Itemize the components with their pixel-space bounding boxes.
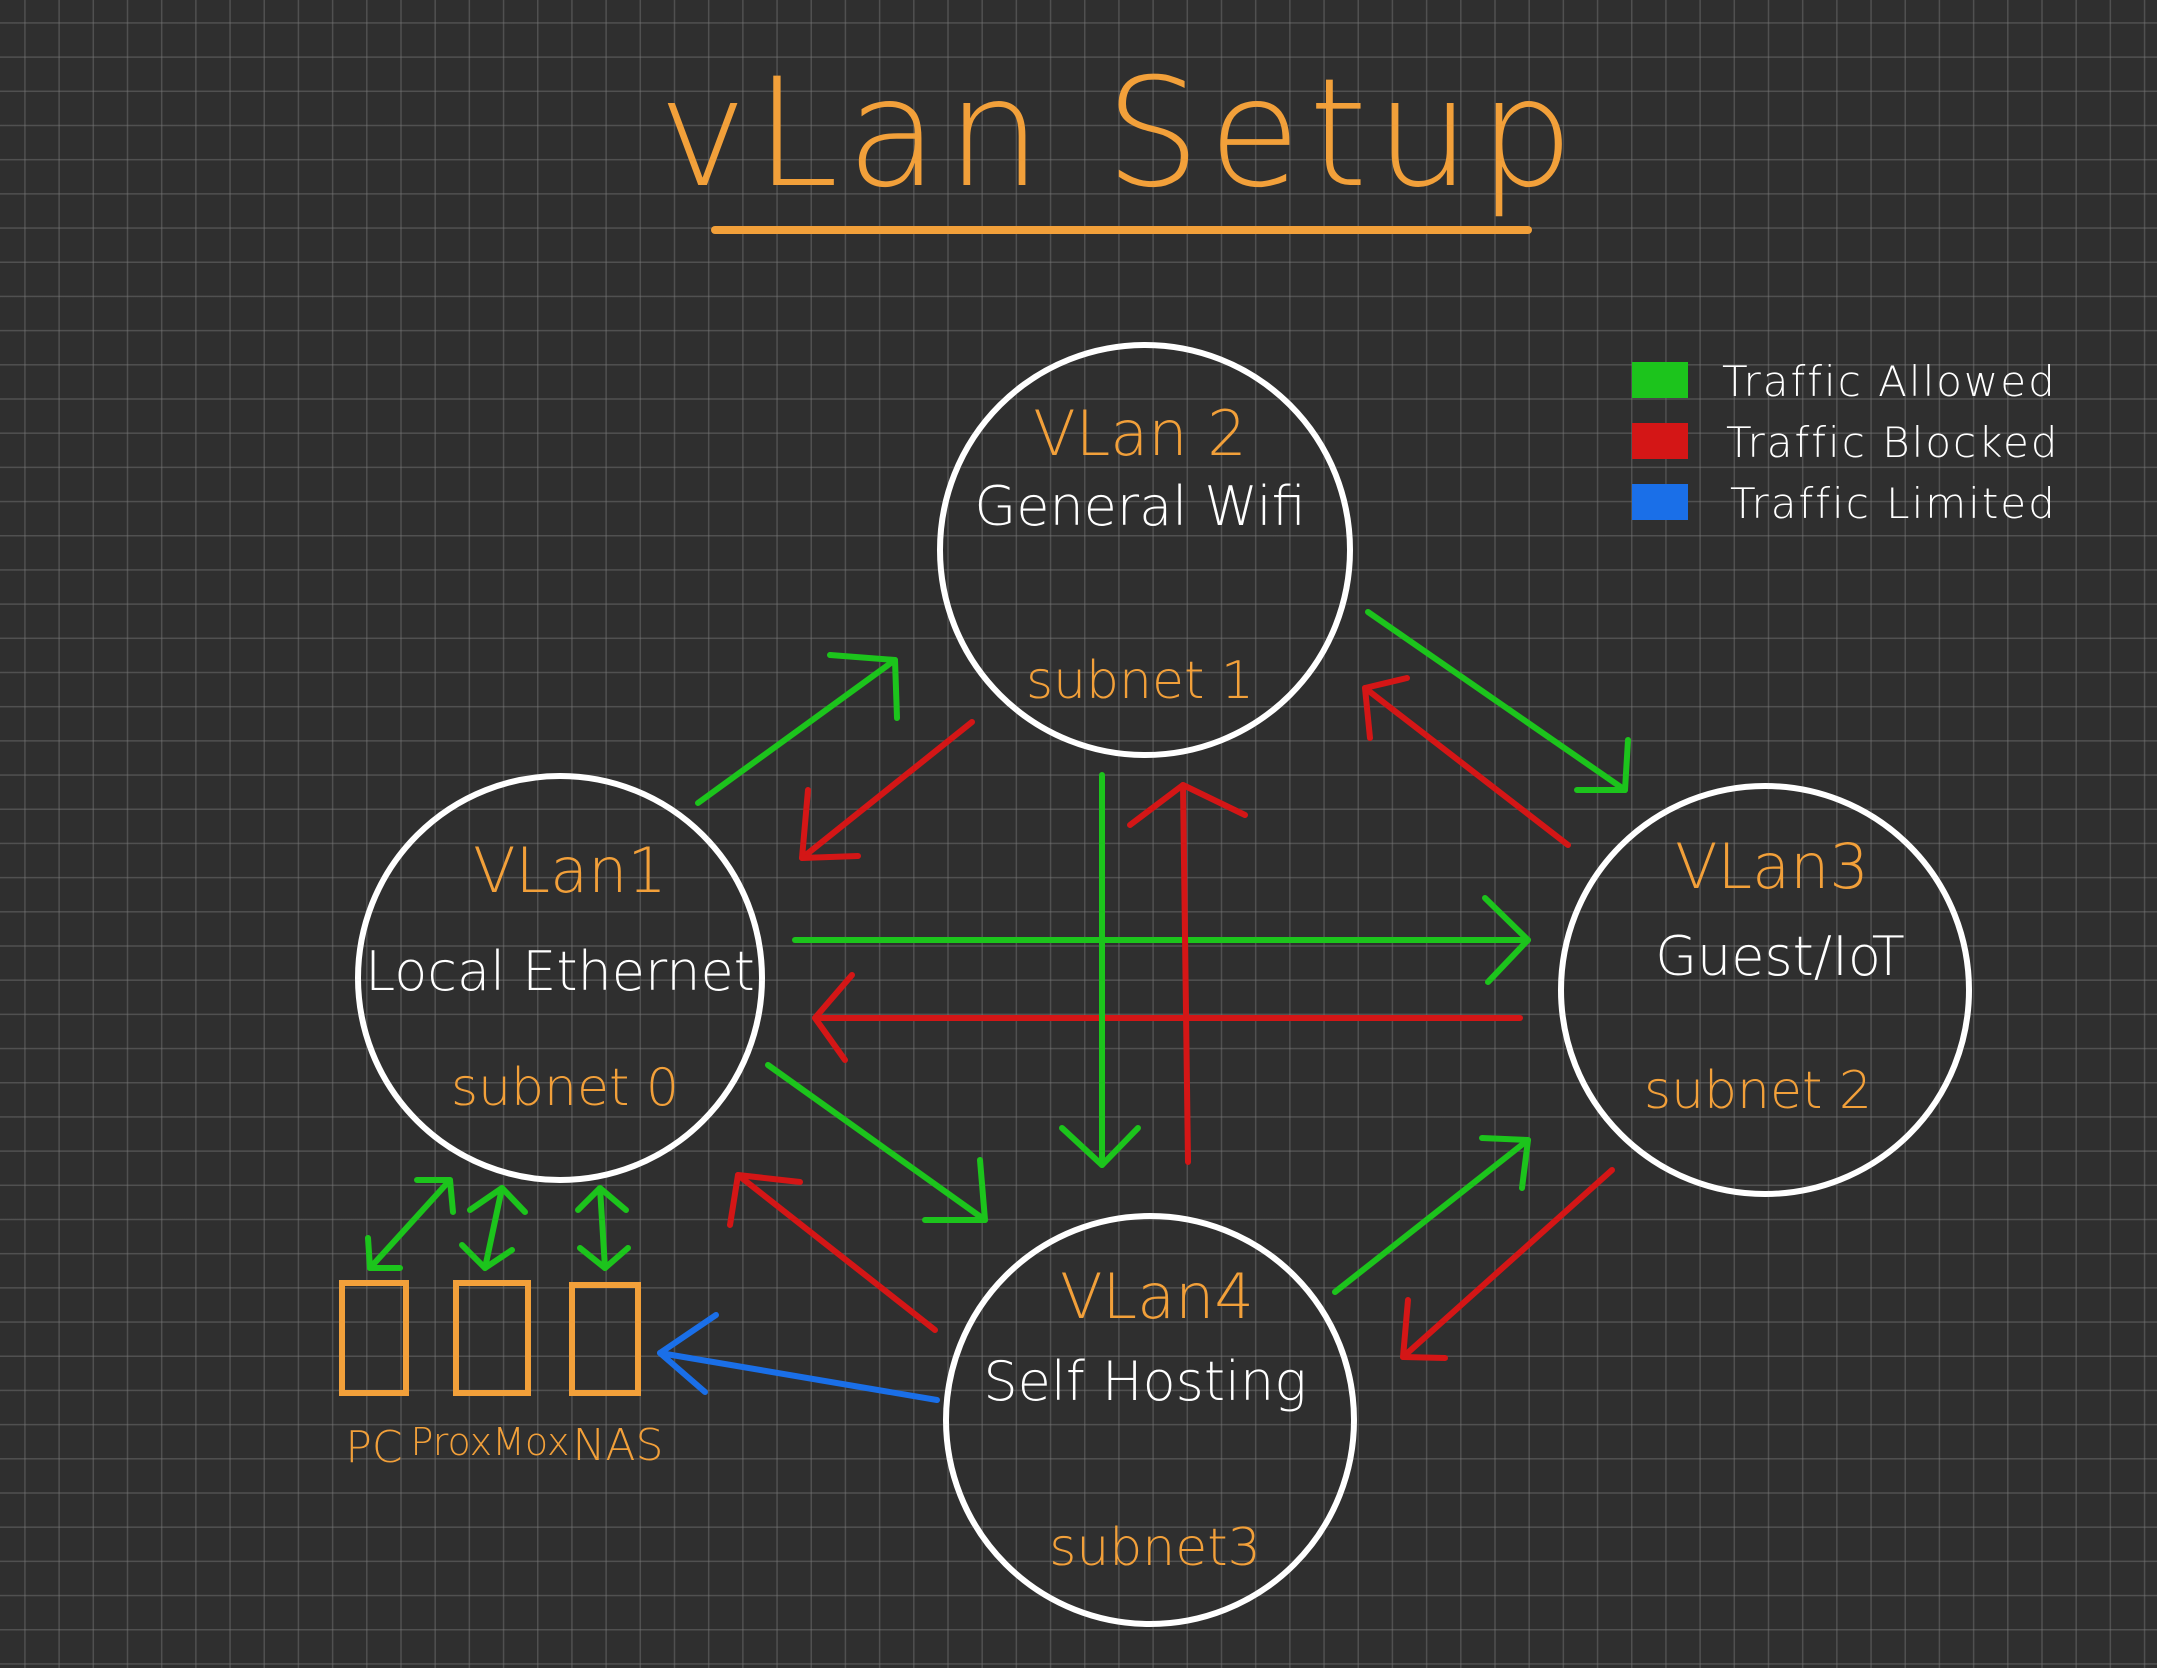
vlan2-label: VLan 2 bbox=[1033, 397, 1246, 470]
legend-label-limited: Traffic Limited bbox=[1730, 479, 2057, 528]
arrow-vlan4-to-vlan2-blocked bbox=[1127, 782, 1248, 1165]
vlan4-name: Self Hosting bbox=[983, 1350, 1306, 1413]
proxmox-label: ProxMox bbox=[411, 1420, 570, 1464]
arrow-vlan4-to-vlan3-allowed bbox=[1332, 1135, 1531, 1295]
vlan2-node: VLan 2 General Wifi subnet 1 bbox=[937, 342, 1353, 758]
vlan3-subnet: subnet 2 bbox=[1644, 1061, 1872, 1121]
vlan2-name: General Wifi bbox=[974, 475, 1305, 538]
device-proxmox: ProxMox bbox=[411, 1280, 570, 1464]
legend-label-allowed: Traffic Allowed bbox=[1722, 357, 2057, 406]
vlan1-subnet: subnet 0 bbox=[451, 1058, 679, 1118]
legend: Traffic Allowed Traffic Blocked Traffic … bbox=[1632, 357, 2059, 528]
arrow-vlan3-to-vlan1-blocked bbox=[812, 972, 1523, 1063]
nas-label: NAS bbox=[573, 1420, 664, 1471]
arrow-vlan1-nas-allowed bbox=[575, 1185, 631, 1271]
vlan3-label: VLan3 bbox=[1675, 830, 1869, 903]
arrow-vlan2-to-vlan3-allowed bbox=[1365, 609, 1631, 793]
arrow-vlan4-to-vlan1-blocked bbox=[727, 1172, 938, 1333]
vlan4-node: VLan4 Self Hosting subnet3 bbox=[943, 1213, 1357, 1627]
arrow-vlan1-to-vlan2-allowed bbox=[695, 652, 900, 806]
pc-label: PC bbox=[345, 1422, 402, 1473]
legend-swatch-limited bbox=[1632, 484, 1688, 520]
legend-label-blocked: Traffic Blocked bbox=[1726, 418, 2059, 467]
pc-box bbox=[339, 1280, 409, 1396]
arrow-vlan4-to-nas-limited bbox=[657, 1312, 940, 1403]
vlan2-subnet: subnet 1 bbox=[1026, 651, 1254, 711]
device-pc: PC bbox=[339, 1280, 409, 1473]
vlan3-node: VLan3 Guest/IoT subnet 2 bbox=[1558, 783, 1972, 1197]
vlan2-circle bbox=[937, 342, 1353, 758]
arrow-vlan2-to-vlan4-allowed bbox=[1059, 772, 1141, 1168]
vlan1-name: Local Ethernet bbox=[365, 940, 755, 1003]
diagram-title: vLan Setup bbox=[658, 47, 1582, 221]
vlan3-name: Guest/IoT bbox=[1655, 925, 1905, 988]
vlan4-subnet: subnet3 bbox=[1049, 1518, 1260, 1578]
arrow-vlan3-to-vlan4-blocked bbox=[1400, 1167, 1615, 1361]
proxmox-box bbox=[453, 1280, 531, 1396]
nas-box bbox=[569, 1282, 641, 1396]
arrow-vlan3-to-vlan2-blocked bbox=[1362, 675, 1571, 848]
arrow-vlan1-proxmox-allowed bbox=[459, 1185, 528, 1271]
vlan1-label: VLan1 bbox=[473, 834, 667, 907]
legend-swatch-blocked bbox=[1632, 423, 1688, 459]
vlan3-circle bbox=[1558, 783, 1972, 1197]
vlan1-circle bbox=[355, 773, 765, 1183]
device-nas: NAS bbox=[569, 1282, 664, 1471]
arrow-vlan1-to-vlan3-allowed bbox=[792, 895, 1531, 985]
vlan1-node: VLan1 Local Ethernet subnet 0 bbox=[355, 773, 765, 1183]
arrow-vlan1-to-vlan4-allowed bbox=[765, 1062, 988, 1223]
arrow-vlan2-to-vlan1-blocked bbox=[799, 719, 975, 861]
vlan4-circle bbox=[943, 1213, 1357, 1627]
vlan4-label: VLan4 bbox=[1060, 1260, 1254, 1333]
legend-swatch-allowed bbox=[1632, 362, 1688, 398]
arrow-vlan1-pc-allowed bbox=[365, 1177, 456, 1271]
